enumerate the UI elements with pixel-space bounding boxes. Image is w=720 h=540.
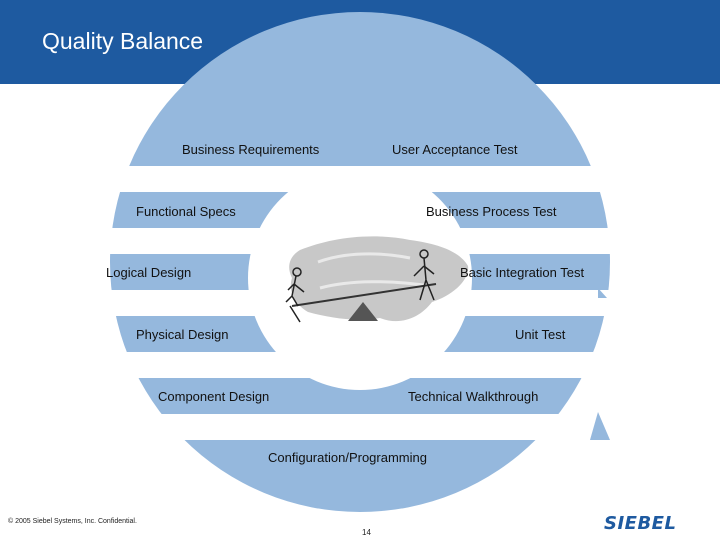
right-step-user-acceptance-test: User Acceptance Test (392, 142, 518, 157)
siebel-logo: SIEBEL (604, 513, 677, 534)
seesaw-illustration (285, 236, 469, 323)
left-step-component-design: Component Design (158, 389, 270, 404)
arrow-head-1 (598, 288, 607, 298)
page-number: 14 (362, 528, 371, 537)
arrow-head-2 (590, 412, 610, 440)
left-step-business-requirements: Business Requirements (182, 142, 320, 157)
right-step-basic-integration-test: Basic Integration Test (460, 265, 585, 280)
band-gap-5 (0, 414, 720, 440)
left-step-logical-design: Logical Design (106, 265, 192, 280)
right-step-business-process-test: Business Process Test (426, 204, 557, 219)
left-step-functional-specs: Functional Specs (136, 204, 236, 219)
right-step-technical-walkthrough: Technical Walkthrough (408, 389, 539, 404)
bottom-step-configuration-programming: Configuration/Programming (268, 450, 427, 465)
slide-title: Quality Balance (42, 28, 204, 54)
right-step-unit-test: Unit Test (515, 327, 566, 342)
left-step-physical-design: Physical Design (136, 327, 229, 342)
copyright-notice: © 2005 Siebel Systems, Inc. Confidential… (8, 518, 137, 525)
